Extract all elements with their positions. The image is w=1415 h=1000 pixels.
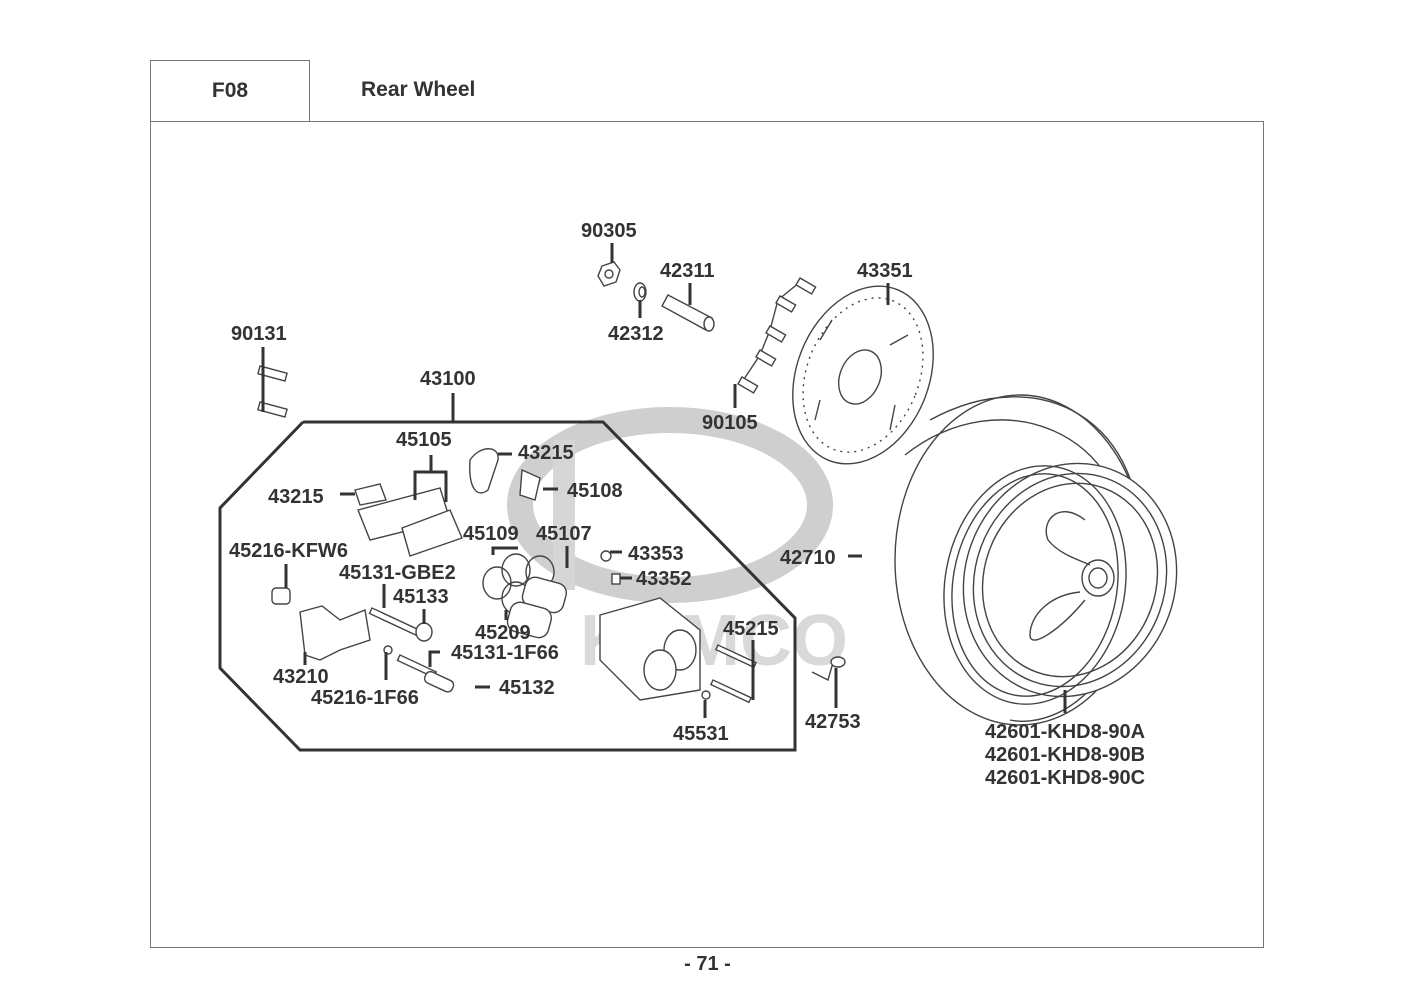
brake-disc [792,285,934,465]
callout-45215: 45215 [723,618,779,640]
caliper-bolts [701,644,757,704]
section-code: F08 [150,60,310,121]
brake-pads [354,448,499,557]
callout-45216-1f66: 45216-1F66 [311,687,419,709]
callout-45107: 45107 [536,523,592,545]
tire-valve [811,656,846,682]
pad-spring [519,468,541,501]
callout-45108: 45108 [567,480,623,502]
callout-45216-kfw6: 45216-KFW6 [229,540,348,562]
axle-spacer [661,294,715,332]
callout-43352: 43352 [636,568,692,590]
callout-43215-right: 43215 [518,442,574,464]
caliper-bracket [271,587,371,661]
callout-42311: 42311 [660,260,715,282]
callout-42601-khd8-90a: 42601-KHD8-90A [985,721,1145,743]
axle-nut [597,261,621,287]
callout-45531: 45531 [673,723,729,745]
caliper-mount-bolts [257,365,288,418]
callout-42710: 42710 [780,547,836,569]
callout-42601-khd8-90c: 42601-KHD8-90C [985,767,1145,789]
caliper-body [599,597,701,701]
callout-43215-left: 43215 [268,486,324,508]
callout-42312: 42312 [608,323,664,345]
callout-45133: 45133 [393,586,449,608]
rear-wheel-rim [943,462,1178,705]
page-title: Rear Wheel [361,78,476,101]
slide-pins [368,607,455,693]
callout-42753: 42753 [805,711,861,733]
axle-collar [633,282,647,302]
callout-43351: 43351 [857,260,913,282]
callout-90105: 90105 [702,412,758,434]
callout-45131-1f66: 45131-1F66 [451,642,559,664]
callout-45131-gbe2: 45131-GBE2 [339,562,456,584]
callout-43100: 43100 [420,368,476,390]
bleeder-screw [600,550,621,585]
caliper-pistons [482,553,568,639]
callout-43210: 43210 [273,666,329,688]
callout-45105: 45105 [396,429,452,451]
part-callouts: 90305 42311 42312 43351 90131 43100 9010… [229,220,1145,789]
diagram-frame [150,121,1264,948]
callout-42601-khd8-90b: 42601-KHD8-90B [985,744,1145,766]
callout-45209: 45209 [475,622,531,644]
leader-lines [261,243,1067,718]
callout-90305: 90305 [581,220,637,242]
callout-45132: 45132 [499,677,555,699]
caliper-assembly-outline [218,420,797,752]
callout-90131: 90131 [231,323,287,345]
page-number: - 71 - [684,953,731,975]
callout-45109: 45109 [463,523,519,545]
disc-bolts [737,277,817,394]
callout-43353: 43353 [628,543,684,565]
